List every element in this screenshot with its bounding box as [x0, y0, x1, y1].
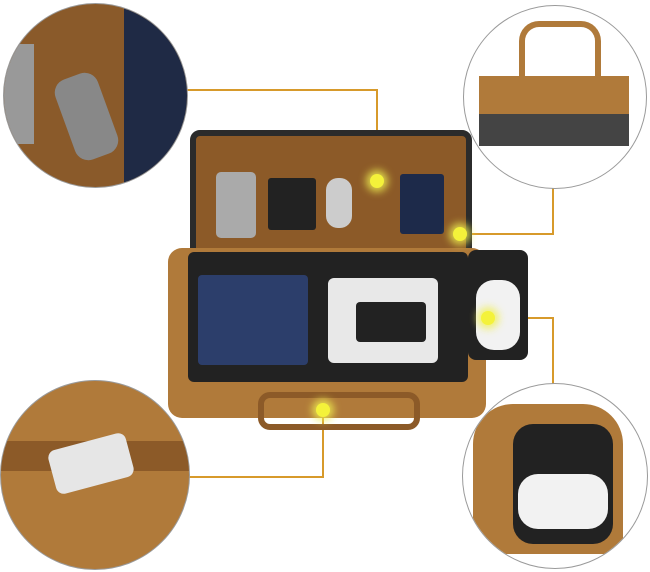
leader-line-pocket-v	[322, 410, 324, 478]
detail-top-straps	[463, 5, 647, 189]
leader-line-keyfob	[185, 89, 378, 91]
mouse-item	[326, 178, 352, 228]
bag-handle	[258, 392, 420, 430]
notebook-item	[198, 275, 308, 365]
leader-line-top	[460, 233, 554, 235]
highlight-dot-shoe	[481, 311, 495, 325]
leader-line-top-v	[552, 185, 554, 235]
highlight-dot-keyfob	[370, 174, 384, 188]
duffel-bag	[168, 130, 528, 430]
phone-pocket-item	[216, 172, 256, 238]
passport-item	[400, 174, 444, 234]
highlight-dot-top	[453, 227, 467, 241]
detail-phone-pocket	[0, 380, 190, 570]
leader-line-pocket	[185, 476, 324, 478]
camera-icon	[356, 302, 426, 342]
detail-shoe-compartment	[462, 383, 648, 569]
wallet-item	[268, 178, 316, 230]
highlight-dot-pocket	[316, 403, 330, 417]
detail-keyfob	[3, 3, 188, 188]
leader-line-shoe-v	[552, 317, 554, 389]
key-fob-icon	[50, 68, 123, 165]
